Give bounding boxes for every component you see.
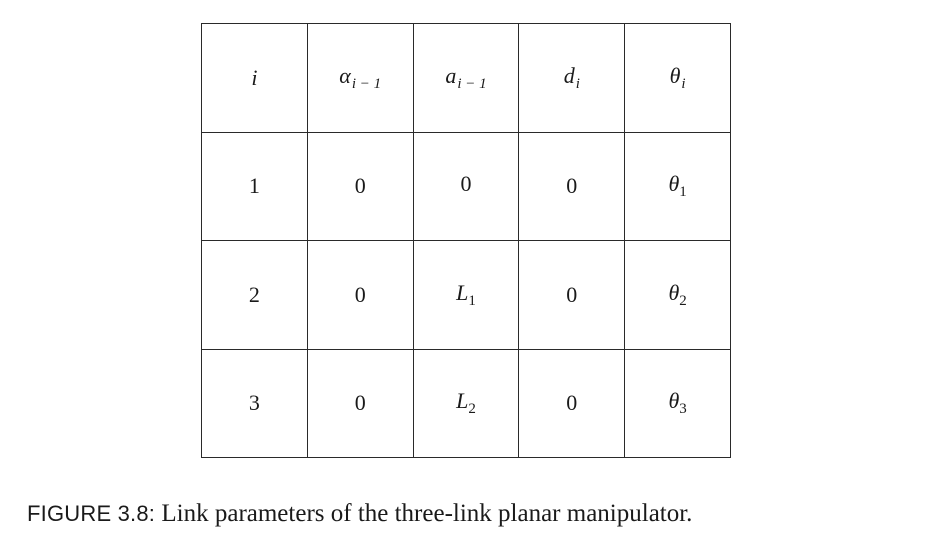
row3-a: L — [456, 388, 469, 414]
header-theta-subscript: i — [681, 75, 686, 92]
cell-alpha: 0 — [306, 348, 414, 458]
header-i-symbol: i — [251, 64, 258, 90]
row1-a: 0 — [460, 171, 472, 197]
table-row: 1 0 0 0 θ1 — [201, 131, 731, 241]
header-a-subscript: i − 1 — [457, 75, 487, 92]
cell-a: 0 — [412, 131, 520, 241]
row3-d: 0 — [566, 390, 578, 416]
table-row: 2 0 L1 0 θ2 — [201, 240, 731, 350]
row1-theta-subscript: 1 — [679, 184, 687, 201]
row1-alpha: 0 — [354, 173, 366, 199]
cell-theta: θ1 — [624, 131, 731, 241]
row1-theta: θ — [668, 171, 680, 197]
row2-alpha: 0 — [354, 281, 366, 307]
header-theta: θi — [624, 23, 731, 133]
cell-d: 0 — [518, 348, 626, 458]
header-a-symbol: a — [445, 62, 457, 88]
link-parameters-table: i αi − 1 ai − 1 di θi 1 0 0 0 θ1 2 0 L1 … — [201, 23, 731, 458]
cell-i: 2 — [201, 240, 308, 350]
header-i: i — [201, 23, 308, 133]
cell-alpha: 0 — [306, 240, 414, 350]
row3-theta-subscript: 3 — [679, 401, 687, 418]
header-a: ai − 1 — [412, 23, 520, 133]
header-alpha: αi − 1 — [306, 23, 414, 133]
cell-a: L1 — [412, 240, 520, 350]
header-alpha-subscript: i − 1 — [351, 75, 382, 92]
row3-theta: θ — [668, 388, 680, 414]
cell-alpha: 0 — [306, 131, 414, 241]
row2-a-subscript: 1 — [468, 292, 476, 309]
header-d: di — [518, 23, 626, 133]
row2-d: 0 — [566, 281, 578, 307]
row3-alpha: 0 — [354, 390, 366, 416]
table-row: 3 0 L2 0 θ3 — [201, 348, 731, 458]
cell-a: L2 — [412, 348, 520, 458]
figure-caption: FIGURE 3.8: Link parameters of the three… — [27, 499, 927, 529]
cell-i: 3 — [201, 348, 308, 458]
header-d-symbol: d — [563, 62, 575, 88]
row2-theta: θ — [668, 279, 680, 305]
row2-theta-subscript: 2 — [679, 292, 687, 309]
row2-a: L — [456, 279, 469, 305]
cell-theta: θ2 — [624, 240, 731, 350]
row3-i: 3 — [248, 390, 260, 416]
header-theta-symbol: θ — [669, 62, 681, 88]
figure-caption-label: FIGURE 3.8: — [27, 501, 156, 526]
cell-d: 0 — [518, 240, 626, 350]
cell-theta: θ3 — [624, 348, 731, 458]
header-alpha-symbol: α — [339, 62, 351, 88]
row2-i: 2 — [248, 281, 260, 307]
cell-i: 1 — [201, 131, 308, 241]
row1-i: 1 — [248, 173, 260, 199]
cell-d: 0 — [518, 131, 626, 241]
row3-a-subscript: 2 — [468, 401, 476, 418]
table-header-row: i αi − 1 ai − 1 di θi — [201, 23, 731, 133]
row1-d: 0 — [566, 173, 578, 199]
figure-caption-text: Link parameters of the three-link planar… — [161, 500, 693, 527]
header-d-subscript: i — [575, 75, 580, 92]
